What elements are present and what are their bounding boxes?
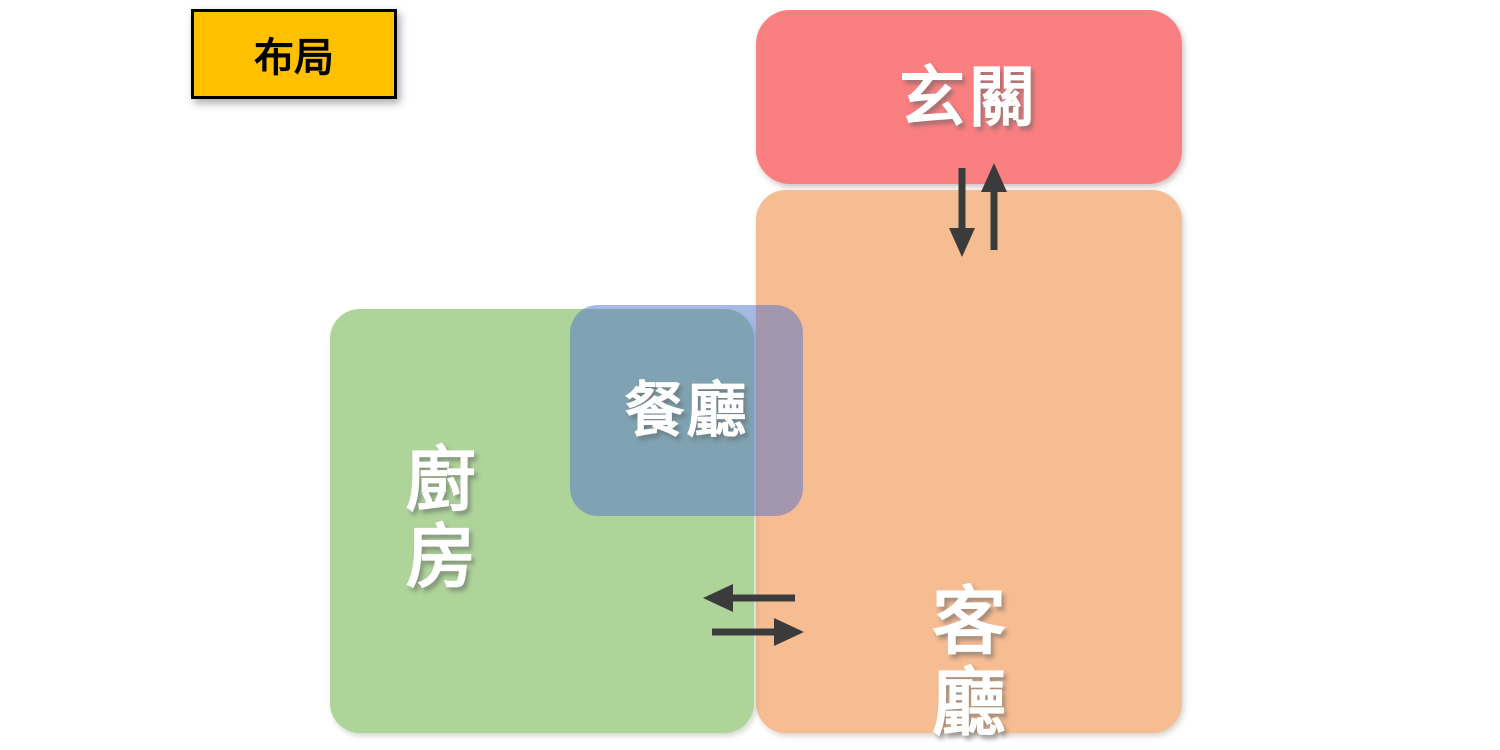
arrow-down-icon bbox=[949, 168, 975, 257]
title-box: 布局 bbox=[191, 9, 397, 99]
room-dining: 餐廳 bbox=[570, 305, 803, 516]
room-kitchen-label: 廚房 bbox=[405, 441, 476, 596]
kitchen-living-arrows bbox=[703, 584, 804, 646]
arrow-up-icon bbox=[981, 163, 1007, 250]
diagram-title: 布局 bbox=[254, 36, 334, 80]
arrow-left-icon bbox=[703, 584, 795, 612]
room-kitchen: 廚房 bbox=[330, 309, 754, 733]
arrow-right-icon bbox=[712, 618, 804, 646]
room-entrance-label: 玄關 bbox=[899, 59, 1039, 134]
room-living: 客廳 bbox=[756, 190, 1182, 744]
room-living-label: 客廳 bbox=[932, 580, 1006, 745]
entrance-living-arrows bbox=[949, 163, 1007, 257]
room-dining-label: 餐廳 bbox=[624, 376, 749, 444]
room-entrance: 玄關 bbox=[756, 10, 1182, 184]
